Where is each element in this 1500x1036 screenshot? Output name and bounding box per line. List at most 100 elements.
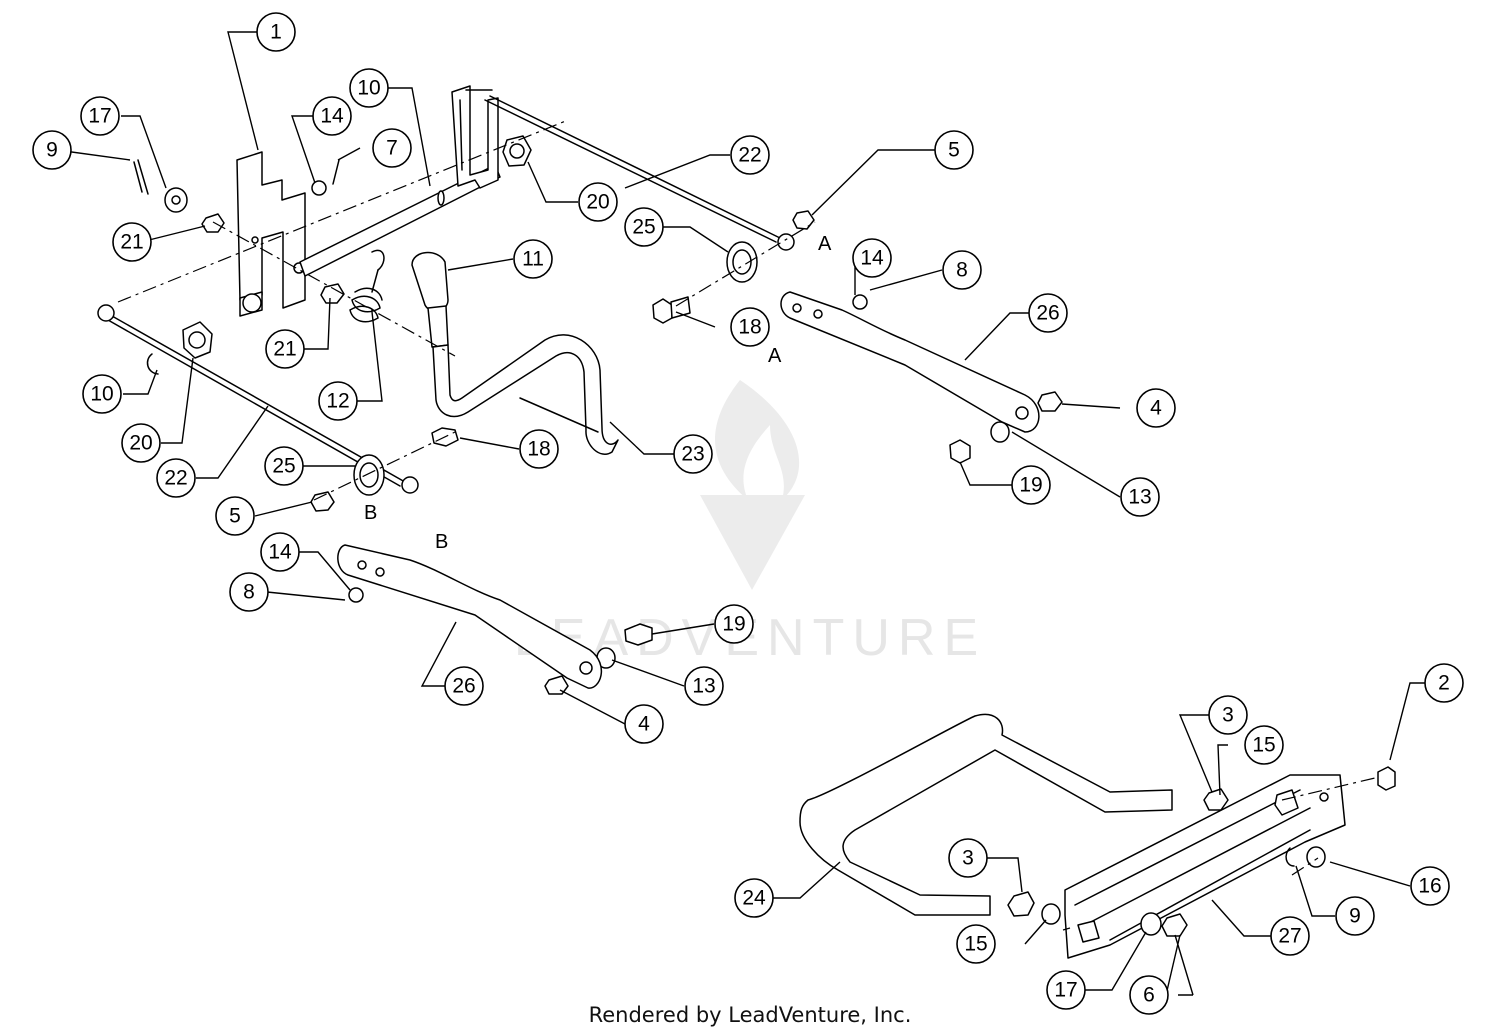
lift-arm-part bbox=[337, 291, 1040, 689]
callout-2: 2 bbox=[1424, 663, 1464, 703]
svg-text:13: 13 bbox=[692, 675, 715, 698]
callout-1: 1 bbox=[256, 12, 296, 52]
svg-text:4: 4 bbox=[1150, 397, 1162, 420]
ref-letter-b-right: B bbox=[435, 531, 448, 553]
svg-text:25: 25 bbox=[632, 216, 655, 239]
callout-27: 27 bbox=[1270, 916, 1310, 956]
svg-text:20: 20 bbox=[586, 191, 609, 214]
footer-credit: Rendered by LeadVenture, Inc. bbox=[588, 1003, 912, 1027]
svg-text:22: 22 bbox=[164, 467, 187, 490]
callout-16: 16 bbox=[1410, 866, 1450, 906]
svg-text:23: 23 bbox=[681, 443, 704, 466]
svg-text:8: 8 bbox=[956, 259, 968, 282]
callout-19: 19 bbox=[714, 604, 754, 644]
callout-19: 19 bbox=[1011, 465, 1051, 505]
spring-part bbox=[349, 249, 385, 323]
svg-text:20: 20 bbox=[129, 432, 152, 455]
svg-text:6: 6 bbox=[1143, 984, 1155, 1007]
bracket-part bbox=[236, 151, 306, 317]
callout-18: 18 bbox=[519, 429, 559, 469]
deck-fastener-part bbox=[1007, 766, 1396, 937]
callout-5: 5 bbox=[215, 496, 255, 536]
bushing-part bbox=[182, 135, 532, 359]
svg-text:4: 4 bbox=[638, 713, 650, 736]
callout-14: 14 bbox=[852, 238, 892, 278]
svg-text:1: 1 bbox=[270, 21, 282, 44]
ref-letter-b-left: B bbox=[364, 502, 377, 524]
callout-7: 7 bbox=[372, 128, 412, 168]
callout-4: 4 bbox=[624, 704, 664, 744]
svg-text:11: 11 bbox=[522, 248, 544, 271]
callout-23: 23 bbox=[673, 434, 713, 474]
callout-3: 3 bbox=[948, 838, 988, 878]
svg-text:14: 14 bbox=[320, 105, 344, 128]
svg-text:15: 15 bbox=[964, 933, 987, 956]
lift-cable-lower-part bbox=[97, 304, 419, 494]
lift-cable-part bbox=[484, 95, 795, 251]
svg-text:14: 14 bbox=[268, 541, 292, 564]
svg-text:16: 16 bbox=[1418, 875, 1441, 898]
callout-15: 15 bbox=[956, 924, 996, 964]
svg-text:3: 3 bbox=[962, 847, 974, 870]
svg-text:2: 2 bbox=[1438, 672, 1450, 695]
svg-text:9: 9 bbox=[46, 139, 58, 162]
callout-5: 5 bbox=[934, 130, 974, 170]
svg-text:14: 14 bbox=[860, 247, 884, 270]
svg-text:12: 12 bbox=[326, 390, 349, 413]
callout-9: 9 bbox=[32, 130, 72, 170]
callout-22: 22 bbox=[156, 458, 196, 498]
callout-8: 8 bbox=[229, 572, 269, 612]
callout-20: 20 bbox=[578, 182, 618, 222]
svg-text:9: 9 bbox=[1349, 905, 1361, 928]
lift-handle-part bbox=[411, 251, 619, 455]
callout-25: 25 bbox=[264, 446, 304, 486]
callout-12: 12 bbox=[318, 381, 358, 421]
ref-letter-a-bottom: A bbox=[768, 345, 782, 367]
deck-bar-part bbox=[799, 713, 1173, 916]
svg-text:26: 26 bbox=[1036, 302, 1059, 325]
callout-14: 14 bbox=[312, 96, 352, 136]
svg-text:15: 15 bbox=[1252, 734, 1275, 757]
svg-text:10: 10 bbox=[357, 77, 380, 100]
callout-10: 10 bbox=[82, 374, 122, 414]
svg-text:22: 22 bbox=[738, 144, 761, 167]
callout-10: 10 bbox=[349, 68, 389, 108]
svg-text:5: 5 bbox=[229, 505, 241, 528]
callout-22: 22 bbox=[730, 135, 770, 175]
callout-26: 26 bbox=[444, 666, 484, 706]
callout-18: 18 bbox=[730, 307, 770, 347]
ref-letter-a-top: A bbox=[818, 233, 832, 255]
callout-14: 14 bbox=[260, 532, 300, 572]
callout-24: 24 bbox=[734, 878, 774, 918]
callout-26: 26 bbox=[1028, 293, 1068, 333]
callout-13: 13 bbox=[684, 666, 724, 706]
svg-text:27: 27 bbox=[1278, 925, 1301, 948]
callout-20: 20 bbox=[121, 423, 161, 463]
svg-text:24: 24 bbox=[742, 887, 766, 910]
shaft-plate-part bbox=[451, 85, 499, 189]
lift-shaft-part bbox=[299, 164, 501, 277]
callout-4: 4 bbox=[1136, 388, 1176, 428]
svg-text:5: 5 bbox=[948, 139, 960, 162]
arm-fastener-part bbox=[544, 391, 1063, 695]
svg-text:19: 19 bbox=[722, 613, 745, 636]
callout-8: 8 bbox=[942, 250, 982, 290]
svg-text:17: 17 bbox=[1054, 979, 1077, 1002]
bolt-part bbox=[431, 296, 691, 447]
svg-text:7: 7 bbox=[386, 137, 398, 160]
callout-13: 13 bbox=[1120, 477, 1160, 517]
svg-text:18: 18 bbox=[738, 316, 761, 339]
callout-15: 15 bbox=[1244, 725, 1284, 765]
leader-lines bbox=[56, 31, 1425, 996]
svg-text:3: 3 bbox=[1222, 704, 1234, 727]
callout-11: 11 bbox=[513, 239, 553, 279]
svg-text:10: 10 bbox=[90, 383, 113, 406]
svg-text:21: 21 bbox=[273, 338, 296, 361]
svg-text:17: 17 bbox=[88, 105, 111, 128]
svg-text:21: 21 bbox=[120, 231, 143, 254]
washer-part bbox=[164, 180, 1010, 669]
callout-21: 21 bbox=[112, 222, 152, 262]
callout-25: 25 bbox=[624, 207, 664, 247]
